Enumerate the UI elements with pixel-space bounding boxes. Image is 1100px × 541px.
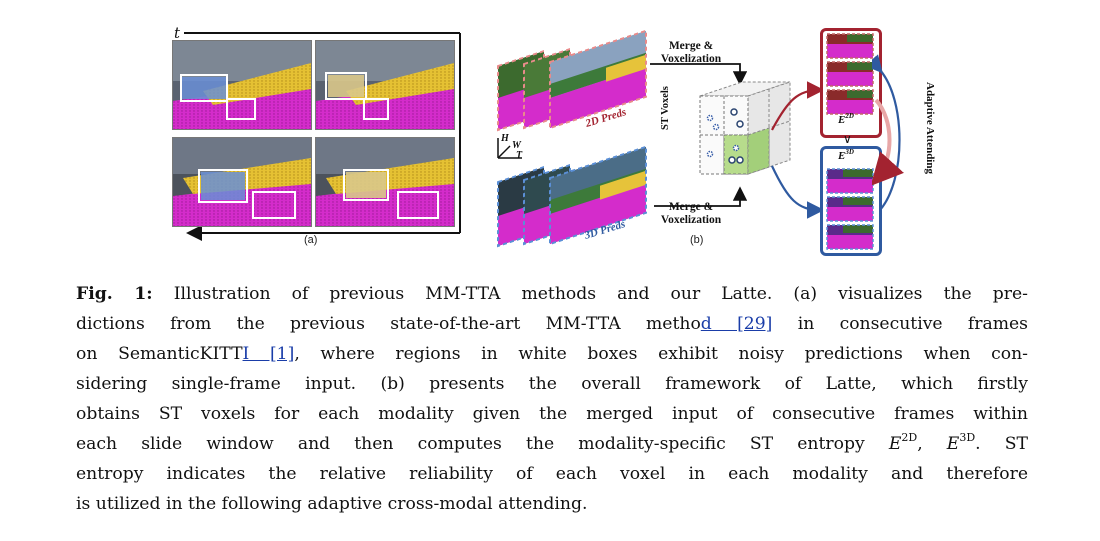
- merge-arrows: [650, 63, 748, 207]
- caption-line-2: dictions from the previous state-of-the-…: [76, 314, 1028, 334]
- sublabel-a: (a): [304, 234, 318, 246]
- st-voxels-label: ST Voxels: [660, 86, 671, 130]
- scene-frame-4: [315, 137, 455, 227]
- caption-label: Fig. 1:: [76, 284, 153, 304]
- merge-top-label: Merge & Voxelization: [660, 40, 722, 65]
- caption-line-8: is utilized in the following adaptive cr…: [76, 494, 588, 514]
- sublabel-b: (b): [690, 234, 704, 246]
- adaptive-label: Adaptive Attending: [924, 82, 936, 174]
- scene-frame-3: [172, 137, 312, 227]
- scene-frame-2: [315, 40, 455, 130]
- caption-line-4: sidering single-frame input. (b) present…: [76, 374, 1028, 394]
- axes-icon: [497, 138, 522, 159]
- compare-symbol: ∨: [843, 132, 852, 146]
- adaptive-arrows: [872, 54, 904, 211]
- axis-w: W: [512, 140, 521, 151]
- citation-link-1[interactable]: I [1]: [242, 344, 295, 364]
- merge-bottom-label: Merge & Voxelization: [660, 201, 722, 226]
- time-arrow: [184, 32, 461, 241]
- caption-line-6: each slide window and then computes the …: [76, 431, 1028, 454]
- preds-2d-stack: [497, 29, 647, 132]
- entropy-3d-box: [820, 146, 882, 256]
- caption-line-1: Fig. 1: Illustration of previous MM-TTA …: [76, 284, 1028, 304]
- time-label: t: [174, 24, 181, 42]
- figure-caption: Fig. 1: Illustration of previous MM-TTA …: [76, 279, 1028, 519]
- entropy-arrows: [771, 81, 825, 219]
- caption-line-5: obtains ST voxels for each modality give…: [76, 404, 1028, 424]
- caption-line-7: entropy indicates the relative reliabili…: [76, 464, 1028, 484]
- entropy-2d-box: [820, 28, 882, 138]
- entropy-2d-label: E2D: [838, 112, 854, 127]
- st-voxel-cube: [699, 81, 791, 175]
- scene-frame-1: [172, 40, 312, 130]
- entropy-3d-label: E3D: [838, 148, 854, 163]
- preds-3d-stack: [497, 145, 647, 248]
- caption-line-3: on SemanticKITTI [1], where regions in w…: [76, 344, 1028, 364]
- axis-t: T: [516, 150, 523, 161]
- citation-link-29[interactable]: d [29]: [700, 314, 773, 334]
- axis-h: H: [501, 133, 509, 144]
